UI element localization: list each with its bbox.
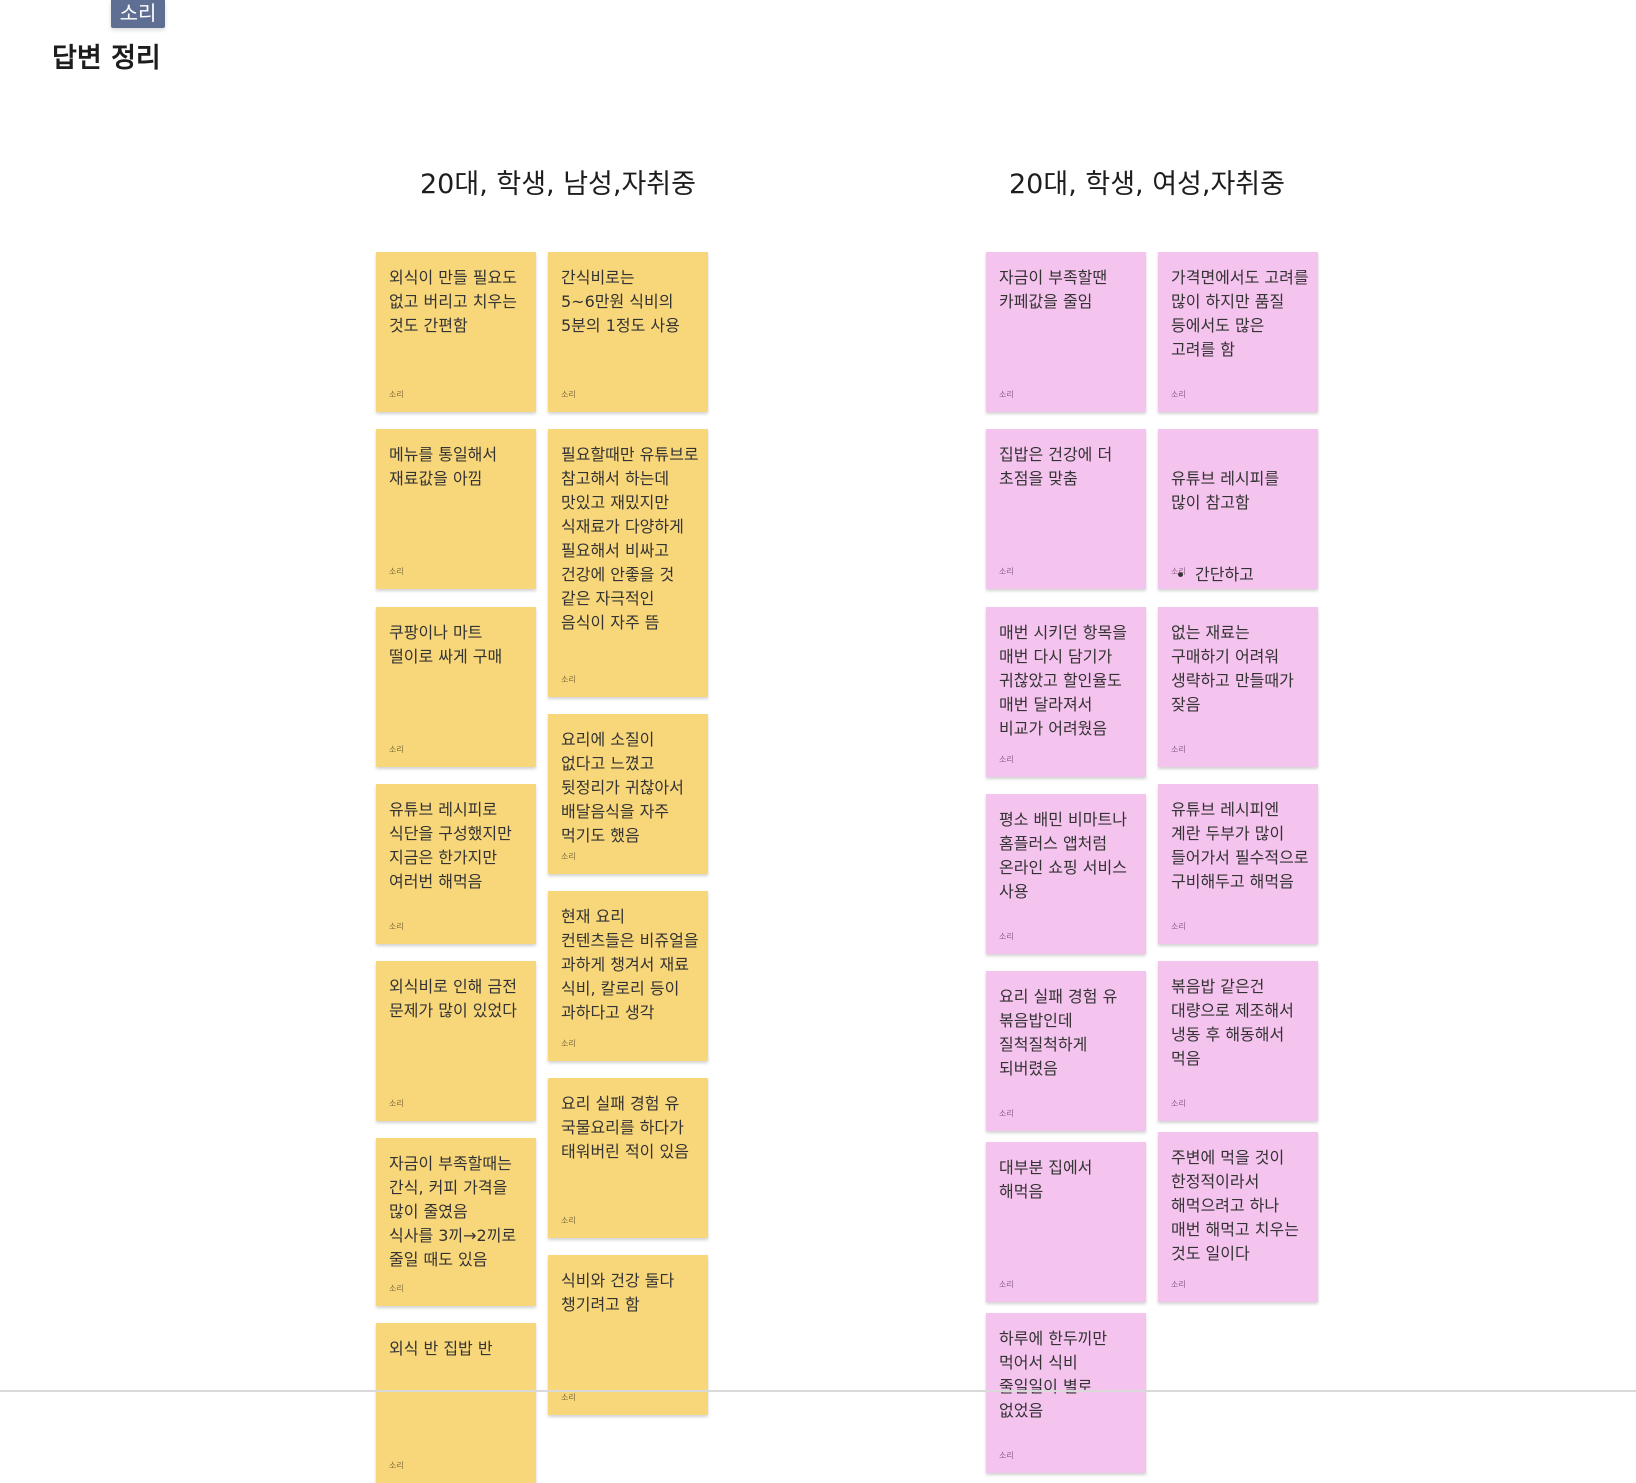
sticky-note[interactable]: 없는 재료는 구매하기 어려워 생략하고 만들때가 잦음 소리 (1158, 607, 1318, 767)
note-author: 소리 (1171, 922, 1186, 931)
note-text: 식비와 건강 둘다 챙기려고 함 (561, 1271, 675, 1314)
sticky-note[interactable]: 필요할때만 유튜브로 참고해서 하는데 맛있고 재밌지만 식재료가 다양하게 필… (548, 429, 708, 697)
note-text: 유튜브 레시피엔 계란 두부가 많이 들어가서 필수적으로 구비해두고 해먹음 (1171, 800, 1309, 891)
note-author: 소리 (561, 390, 576, 399)
note-author: 소리 (1171, 390, 1186, 399)
sticky-note[interactable]: 매번 시키던 항목을 매번 다시 담기가 귀찮았고 할인율도 매번 달라져서 비… (986, 607, 1146, 777)
note-text: 유튜브 레시피로 식단을 구성했지만 지금은 한가지만 여러번 해먹음 (389, 800, 512, 891)
note-bullet-list: 간단하고 자세해서 좋음 (1171, 539, 1310, 589)
sticky-note[interactable]: 유튜브 레시피를 많이 참고함 간단하고 자세해서 좋음 소리 (1158, 429, 1318, 589)
sticky-note[interactable]: 주변에 먹을 것이 한정적이라서 해먹으려고 하나 매번 해먹고 치우는 것도 … (1158, 1132, 1318, 1302)
sticky-note[interactable]: 쿠팡이나 마트 떨이로 싸게 구매 소리 (376, 607, 536, 767)
note-text: 주변에 먹을 것이 한정적이라서 해먹으려고 하나 매번 해먹고 치우는 것도 … (1171, 1148, 1299, 1263)
note-author: 소리 (999, 932, 1014, 941)
note-text: 현재 요리 컨텐츠들은 비쥬얼을 과하게 챙겨서 재료 식비, 칼로리 등이 과… (561, 907, 699, 1022)
note-author: 소리 (1171, 1280, 1186, 1289)
note-author: 소리 (999, 1451, 1014, 1460)
board-title: 답변 정리 (52, 43, 161, 74)
sticky-note[interactable]: 가격면에서도 고려를 많이 하지만 품질 등에서도 많은 고려를 함 소리 (1158, 252, 1318, 412)
note-text: 자금이 부족할때는 간식, 커피 가격을 많이 줄였음 식사를 3끼→2끼로 줄… (389, 1154, 517, 1269)
note-line: 유튜브 레시피를 많이 참고함 (1171, 469, 1280, 512)
note-author: 소리 (561, 1216, 576, 1225)
note-text: 요리 실패 경험 유 국물요리를 하다가 태워버린 적이 있음 (561, 1094, 689, 1161)
note-author: 소리 (389, 567, 404, 576)
note-text: 메뉴를 통일해서 재료값을 아낌 (389, 445, 498, 488)
note-author: 소리 (389, 1461, 404, 1470)
note-text: 유튜브 레시피를 많이 참고함 간단하고 자세해서 좋음 (1171, 443, 1310, 589)
sticky-note[interactable]: 유튜브 레시피엔 계란 두부가 많이 들어가서 필수적으로 구비해두고 해먹음 … (1158, 784, 1318, 944)
note-author: 소리 (999, 1280, 1014, 1289)
note-text: 볶음밥 같은건 대량으로 제조해서 냉동 후 해동해서 먹음 (1171, 977, 1294, 1068)
note-text: 대부분 집에서 해먹음 (999, 1158, 1093, 1201)
sticky-note[interactable]: 외식비로 인해 금전 문제가 많이 있었다 소리 (376, 961, 536, 1121)
sticky-note[interactable]: 현재 요리 컨텐츠들은 비쥬얼을 과하게 챙겨서 재료 식비, 칼로리 등이 과… (548, 891, 708, 1061)
note-author: 소리 (999, 390, 1014, 399)
sticky-note[interactable]: 간식비로는 5~6만원 식비의 5분의 1정도 사용 소리 (548, 252, 708, 412)
note-author: 소리 (1171, 567, 1186, 576)
note-author: 소리 (999, 567, 1014, 576)
note-text: 간식비로는 5~6만원 식비의 5분의 1정도 사용 (561, 268, 680, 335)
note-author: 소리 (561, 1393, 576, 1402)
note-text: 하루에 한두끼만 먹어서 식비 줄일일이 별로 없었음 (999, 1329, 1108, 1420)
note-text: 외식비로 인해 금전 문제가 많이 있었다 (389, 977, 517, 1020)
note-text: 자금이 부족할땐 카페값을 줄임 (999, 268, 1108, 311)
note-author: 소리 (561, 852, 576, 861)
note-author: 소리 (999, 755, 1014, 764)
note-text: 매번 시키던 항목을 매번 다시 담기가 귀찮았고 할인율도 매번 달라져서 비… (999, 623, 1127, 738)
note-text: 없는 재료는 구매하기 어려워 생략하고 만들때가 잦음 (1171, 623, 1294, 714)
note-text: 요리 실패 경험 유 볶음밥인데 질척질척하게 되버렸음 (999, 987, 1118, 1078)
note-author: 소리 (389, 1284, 404, 1293)
group-title-male: 20대, 학생, 남성,자취중 (420, 169, 696, 200)
note-text: 외식이 만들 필요도 없고 버리고 치우는 것도 간편함 (389, 268, 517, 335)
note-author: 소리 (999, 1109, 1014, 1118)
note-bullet: 간단하고 자세해서 좋음 (1195, 563, 1310, 589)
sticky-note[interactable]: 요리에 소질이 없다고 느꼈고 뒷정리가 귀찮아서 배달음식을 자주 먹기도 했… (548, 714, 708, 874)
note-text: 평소 배민 비마트나 홈플러스 앱처럼 온라인 쇼핑 서비스 사용 (999, 810, 1127, 901)
note-text: 가격면에서도 고려를 많이 하지만 품질 등에서도 많은 고려를 함 (1171, 268, 1309, 359)
sticky-note[interactable]: 하루에 한두끼만 먹어서 식비 줄일일이 별로 없었음 소리 (986, 1313, 1146, 1473)
sticky-note[interactable]: 요리 실패 경험 유 국물요리를 하다가 태워버린 적이 있음 소리 (548, 1078, 708, 1238)
note-author: 소리 (389, 1099, 404, 1108)
sticky-note[interactable]: 외식이 만들 필요도 없고 버리고 치우는 것도 간편함 소리 (376, 252, 536, 412)
group-title-female: 20대, 학생, 여성,자취중 (1009, 169, 1285, 200)
sticky-note[interactable]: 평소 배민 비마트나 홈플러스 앱처럼 온라인 쇼핑 서비스 사용 소리 (986, 794, 1146, 954)
note-author: 소리 (561, 1039, 576, 1048)
sticky-note[interactable]: 집밥은 건강에 더 초점을 맞춤 소리 (986, 429, 1146, 589)
sticky-note[interactable]: 유튜브 레시피로 식단을 구성했지만 지금은 한가지만 여러번 해먹음 소리 (376, 784, 536, 944)
note-text: 집밥은 건강에 더 초점을 맞춤 (999, 445, 1113, 488)
note-text: 쿠팡이나 마트 떨이로 싸게 구매 (389, 623, 503, 666)
sticky-note[interactable]: 메뉴를 통일해서 재료값을 아낌 소리 (376, 429, 536, 589)
note-author: 소리 (561, 675, 576, 684)
note-author: 소리 (1171, 745, 1186, 754)
sticky-note[interactable]: 자금이 부족할때는 간식, 커피 가격을 많이 줄였음 식사를 3끼→2끼로 줄… (376, 1138, 536, 1306)
sticky-note[interactable]: 식비와 건강 둘다 챙기려고 함 소리 (548, 1255, 708, 1415)
note-text: 필요할때만 유튜브로 참고해서 하는데 맛있고 재밌지만 식재료가 다양하게 필… (561, 445, 699, 632)
sticky-note[interactable]: 외식 반 집밥 반 소리 (376, 1323, 536, 1483)
sticky-note[interactable]: 자금이 부족할땐 카페값을 줄임 소리 (986, 252, 1146, 412)
sticky-note[interactable]: 요리 실패 경험 유 볶음밥인데 질척질척하게 되버렸음 소리 (986, 971, 1146, 1131)
author-tag[interactable]: 소리 (111, 0, 165, 28)
bottom-scrollbar[interactable] (0, 1390, 1636, 1392)
note-author: 소리 (389, 745, 404, 754)
note-text: 요리에 소질이 없다고 느꼈고 뒷정리가 귀찮아서 배달음식을 자주 먹기도 했… (561, 730, 684, 845)
note-author: 소리 (1171, 1099, 1186, 1108)
note-author: 소리 (389, 922, 404, 931)
note-text: 외식 반 집밥 반 (389, 1339, 493, 1358)
note-author: 소리 (389, 390, 404, 399)
sticky-note[interactable]: 대부분 집에서 해먹음 소리 (986, 1142, 1146, 1302)
sticky-note[interactable]: 볶음밥 같은건 대량으로 제조해서 냉동 후 해동해서 먹음 소리 (1158, 961, 1318, 1121)
